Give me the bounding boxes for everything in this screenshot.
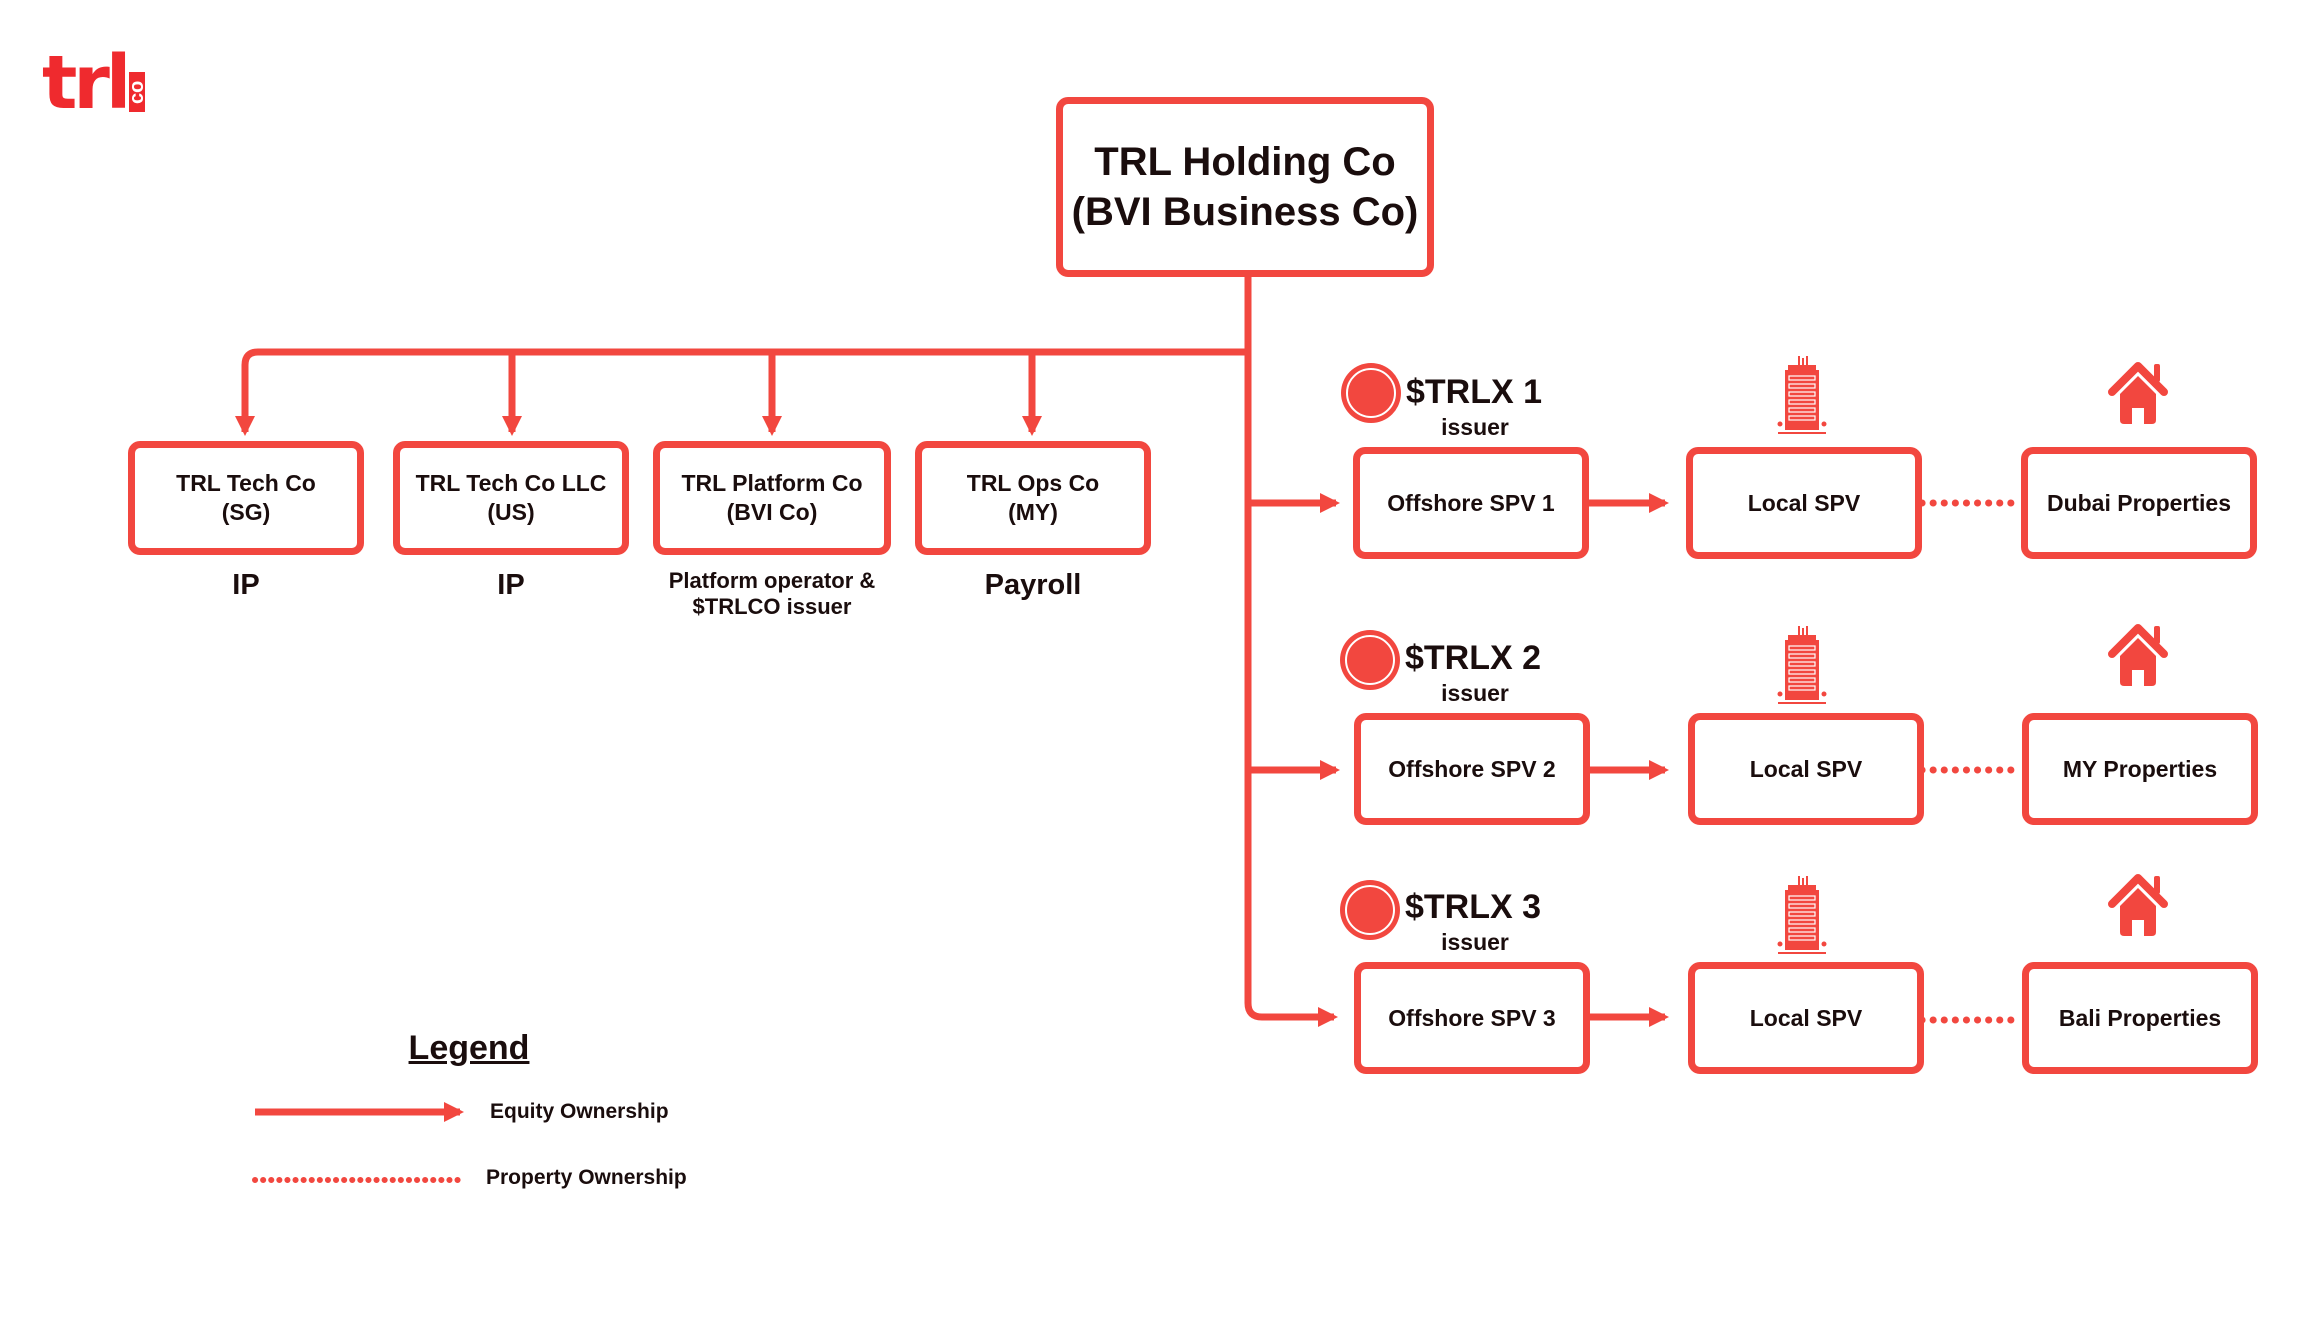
building-icon	[1776, 875, 1828, 955]
subsidiary-box-ops-my[interactable]: TRL Ops Co(MY)	[915, 441, 1151, 555]
local-spv-box[interactable]: Local SPV	[1688, 962, 1924, 1074]
subsidiary-role-line: Platform operator &	[668, 568, 876, 593]
holding-jurisdiction: (BVI Business Co)	[1071, 190, 1419, 234]
equity-line-trunk	[1244, 275, 1338, 1027]
local-spv-box[interactable]: Local SPV	[1686, 447, 1922, 559]
subsidiary-jurisdiction: (MY)	[1008, 499, 1058, 525]
token-coin-icon	[1340, 630, 1400, 690]
trl-co-logo: trl co	[42, 40, 148, 126]
equity-line-left-bus	[235, 348, 1248, 436]
subsidiary-name: TRL Tech Co LLC	[415, 470, 607, 497]
property-box[interactable]: MY Properties	[2022, 713, 2258, 825]
local-spv-box[interactable]: Local SPV	[1688, 713, 1924, 825]
token-coin-icon	[1341, 363, 1401, 423]
offshore-spv-box[interactable]: Offshore SPV 1	[1353, 447, 1589, 559]
subsidiary-jurisdiction: (SG)	[221, 499, 271, 525]
property-box[interactable]: Bali Properties	[2022, 962, 2258, 1074]
subsidiary-box-platform[interactable]: TRL Platform Co(BVI Co)	[653, 441, 891, 555]
token-name: $TRLX 1	[1406, 373, 1543, 411]
subsidiary-role: IP	[497, 569, 525, 601]
subsidiary-name: TRL Platform Co	[681, 470, 863, 497]
box-label: Offshore SPV 2	[1388, 755, 1556, 782]
token-name: $TRLX 2	[1405, 639, 1542, 677]
token-name: $TRLX 3	[1405, 888, 1542, 926]
logo-main: trl	[42, 40, 131, 126]
subsidiary-role: Payroll	[984, 569, 1082, 601]
offshore-spv-box[interactable]: Offshore SPV 2	[1354, 713, 1590, 825]
box-label: Offshore SPV 1	[1387, 489, 1555, 516]
token-coin-icon	[1340, 880, 1400, 940]
house-icon	[2112, 876, 2164, 936]
house-icon	[2112, 626, 2164, 686]
house-icon	[2108, 362, 2168, 424]
offshore-spv-box[interactable]: Offshore SPV 3	[1354, 962, 1590, 1074]
subsidiary-box-tech-us[interactable]: TRL Tech Co LLC(US)	[393, 441, 629, 555]
subsidiary-role: IP	[232, 569, 260, 601]
subsidiary-jurisdiction: (BVI Co)	[726, 499, 818, 525]
subsidiary-role: Platform operator & $TRLCO issuer	[630, 568, 914, 621]
subsidiary-box-tech-sg[interactable]: TRL Tech Co(SG)	[128, 441, 364, 555]
token-role: issuer	[1441, 929, 1509, 955]
token-role: issuer	[1441, 680, 1509, 706]
box-label: Offshore SPV 3	[1388, 1004, 1556, 1031]
building-icon	[1776, 625, 1828, 705]
box-label: MY Properties	[2062, 755, 2218, 782]
subsidiary-role-line: $TRLCO issuer	[692, 594, 852, 620]
property-box[interactable]: Dubai Properties	[2021, 447, 2257, 559]
token-role: issuer	[1441, 414, 1509, 440]
subsidiary-name: TRL Ops Co	[966, 470, 1100, 497]
box-label: Local SPV	[1749, 1004, 1863, 1031]
holding-name: TRL Holding Co	[1094, 140, 1396, 184]
subsidiary-jurisdiction: (US)	[487, 499, 535, 525]
box-label: Dubai Properties	[2046, 489, 2232, 516]
legend-label-property: Property Ownership	[486, 1166, 687, 1189]
subsidiary-name: TRL Tech Co	[176, 470, 316, 497]
legend-label-equity: Equity Ownership	[490, 1100, 669, 1123]
holding-company-box[interactable]: TRL Holding Co (BVI Business Co)	[1056, 97, 1434, 277]
box-label: Local SPV	[1749, 755, 1863, 782]
building-icon	[1777, 356, 1827, 434]
box-label: Bali Properties	[2058, 1004, 2222, 1031]
legend-title: Legend	[408, 1029, 530, 1067]
box-label: Local SPV	[1747, 489, 1861, 516]
logo-sub: co	[126, 72, 148, 112]
